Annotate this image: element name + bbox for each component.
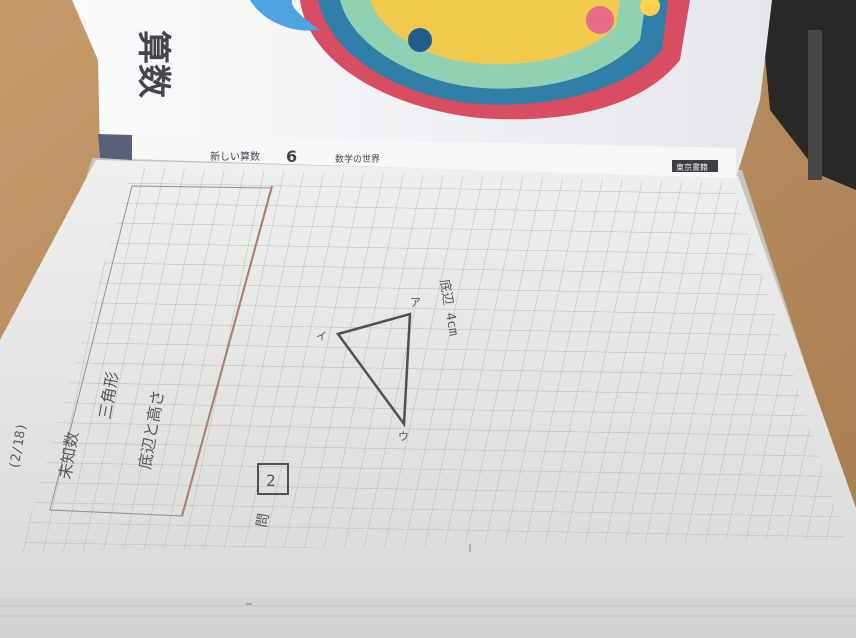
triangle-vertex-label: ウ (398, 430, 409, 443)
notes-frame (49, 185, 273, 517)
spine-label: 新しい算数 (210, 150, 260, 163)
cover-title: 算数 (133, 30, 173, 98)
triangle-vertex-label: ア (410, 296, 421, 309)
chair-leg (808, 30, 822, 180)
publisher-badge (672, 160, 718, 172)
textbook-spine-band (98, 134, 736, 178)
triangle-vertex-label: イ (316, 330, 327, 343)
grade-mark: 6 (286, 147, 297, 166)
cover-illustration (250, 0, 690, 120)
spine-accent (98, 134, 132, 160)
page-stack (0, 598, 856, 638)
boxed-number-text: 2 (266, 471, 276, 490)
triangle-drawing (335, 312, 412, 428)
spine-sublabel: 数学の世界 (335, 153, 380, 165)
notebook-grid (20, 168, 846, 552)
box-caption: 問 (254, 512, 272, 529)
publisher-label: 東京書籍 (676, 162, 708, 172)
boxed-number (257, 463, 289, 495)
